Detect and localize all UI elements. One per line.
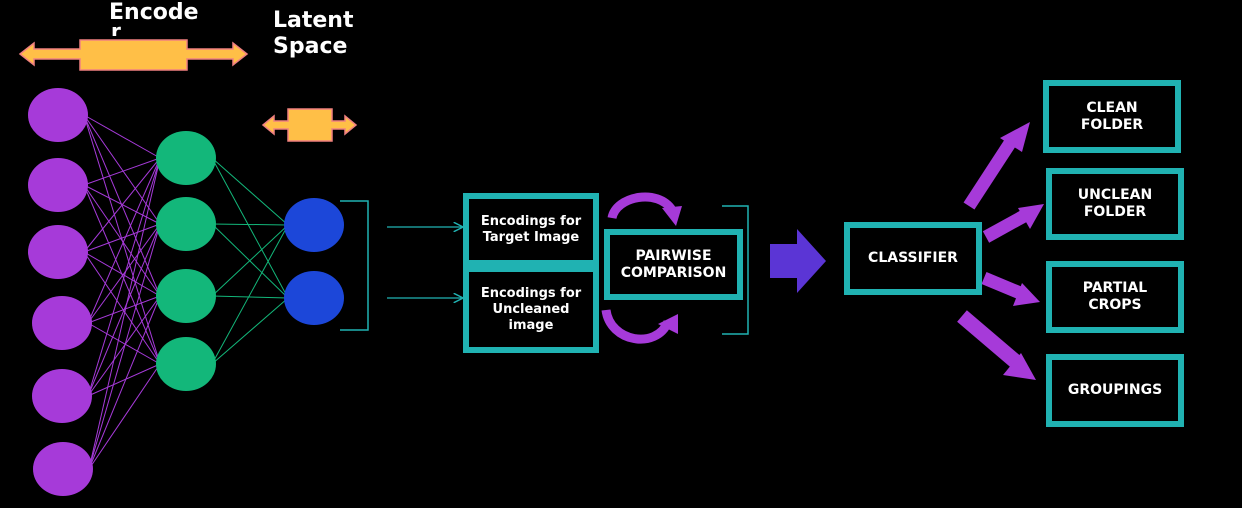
hidden-latent-connection [211, 224, 289, 365]
pairwise-comparison-box: PAIRWISE COMPARISON [604, 229, 743, 300]
input-hidden-connection [88, 295, 161, 470]
clean-folder-text: CLEAN FOLDER [1080, 99, 1144, 133]
input-hidden-connection [83, 223, 161, 253]
input-hidden-connection [83, 157, 161, 253]
input-hidden-connection [83, 251, 161, 297]
encoder-label: Encode [109, 0, 199, 25]
input-hidden-connection [87, 223, 161, 397]
latent-neuron [284, 198, 344, 252]
input-layer [28, 88, 93, 496]
to-groupings-arrow [957, 310, 1036, 380]
hidden-to-latent-connections [211, 157, 289, 365]
input-hidden-connection [87, 295, 161, 397]
to-partial-crops-arrow [981, 272, 1040, 306]
input-neuron [28, 158, 88, 212]
groupings-text: GROUPINGS [1067, 382, 1163, 398]
input-hidden-connection [88, 157, 161, 470]
target-encodings-box: Encodings for Target Image [463, 193, 599, 266]
input-hidden-connection [83, 251, 161, 365]
hidden-layer [156, 131, 216, 391]
input-neuron [32, 296, 92, 350]
input-hidden-connection [87, 157, 161, 324]
classifier-text: CLASSIFIER [868, 250, 958, 266]
hidden-latent-connection [211, 297, 289, 365]
input-hidden-connection [88, 363, 161, 470]
hidden-neuron [156, 197, 216, 251]
input-hidden-connection [88, 223, 161, 470]
unclean-folder-box: UNCLEAN FOLDER [1046, 168, 1184, 240]
input-neuron [28, 88, 88, 142]
input-neuron [32, 369, 92, 423]
to-unclean-folder-arrow [982, 204, 1044, 243]
partial-crops-box: PARTIAL CROPS [1046, 261, 1184, 333]
hidden-latent-connection [211, 295, 289, 299]
comparison-curve-bottom-arrow [601, 308, 678, 344]
input-neuron [28, 225, 88, 279]
latent-bracket [340, 200, 369, 331]
hidden-latent-connection [211, 223, 289, 226]
to-classifier-arrow [770, 229, 826, 293]
comparison-curve-top-arrow [607, 192, 682, 226]
clean-folder-box: CLEAN FOLDER [1043, 80, 1181, 153]
input-hidden-connection [87, 322, 161, 365]
groupings-box: GROUPINGS [1046, 354, 1184, 427]
input-neuron [33, 442, 93, 496]
uncleaned-encodings-box: Encodings for Uncleaned image [463, 266, 599, 353]
pairwise-comparison-text: PAIRWISE COMPARISON [620, 247, 727, 281]
input-hidden-connection [83, 114, 161, 225]
unclean-folder-text: UNCLEAN FOLDER [1077, 187, 1153, 220]
input-hidden-connection [87, 363, 161, 397]
input-hidden-connection [83, 157, 161, 186]
hidden-neuron [156, 337, 216, 391]
hidden-latent-connection [211, 157, 289, 299]
classifier-box: CLASSIFIER [844, 222, 982, 295]
hidden-neuron [156, 269, 216, 323]
hidden-neuron [156, 131, 216, 185]
encoder-label-cut: r [111, 24, 121, 36]
uncleaned-encodings-text: Encodings for Uncleaned image [480, 285, 582, 333]
target-encodings-text: Encodings for Target Image [480, 213, 582, 245]
partial-crops-text: PARTIAL CROPS [1082, 280, 1148, 313]
latent-width-arrow [261, 108, 358, 142]
input-hidden-connection [87, 223, 161, 324]
latent-space-label: Latent Space [273, 8, 354, 59]
input-to-hidden-connections [83, 114, 161, 470]
encoder-width-arrow [18, 39, 249, 71]
comparison-bracket [722, 205, 749, 335]
latent-layer [284, 198, 344, 325]
input-hidden-connection [87, 157, 161, 397]
hidden-latent-connection [211, 157, 289, 226]
latent-neuron [284, 271, 344, 325]
hidden-latent-connection [211, 224, 289, 297]
input-hidden-connection [83, 184, 161, 297]
to-clean-folder-arrow [963, 122, 1030, 210]
input-hidden-connection [83, 114, 161, 159]
input-hidden-connection [83, 114, 161, 365]
